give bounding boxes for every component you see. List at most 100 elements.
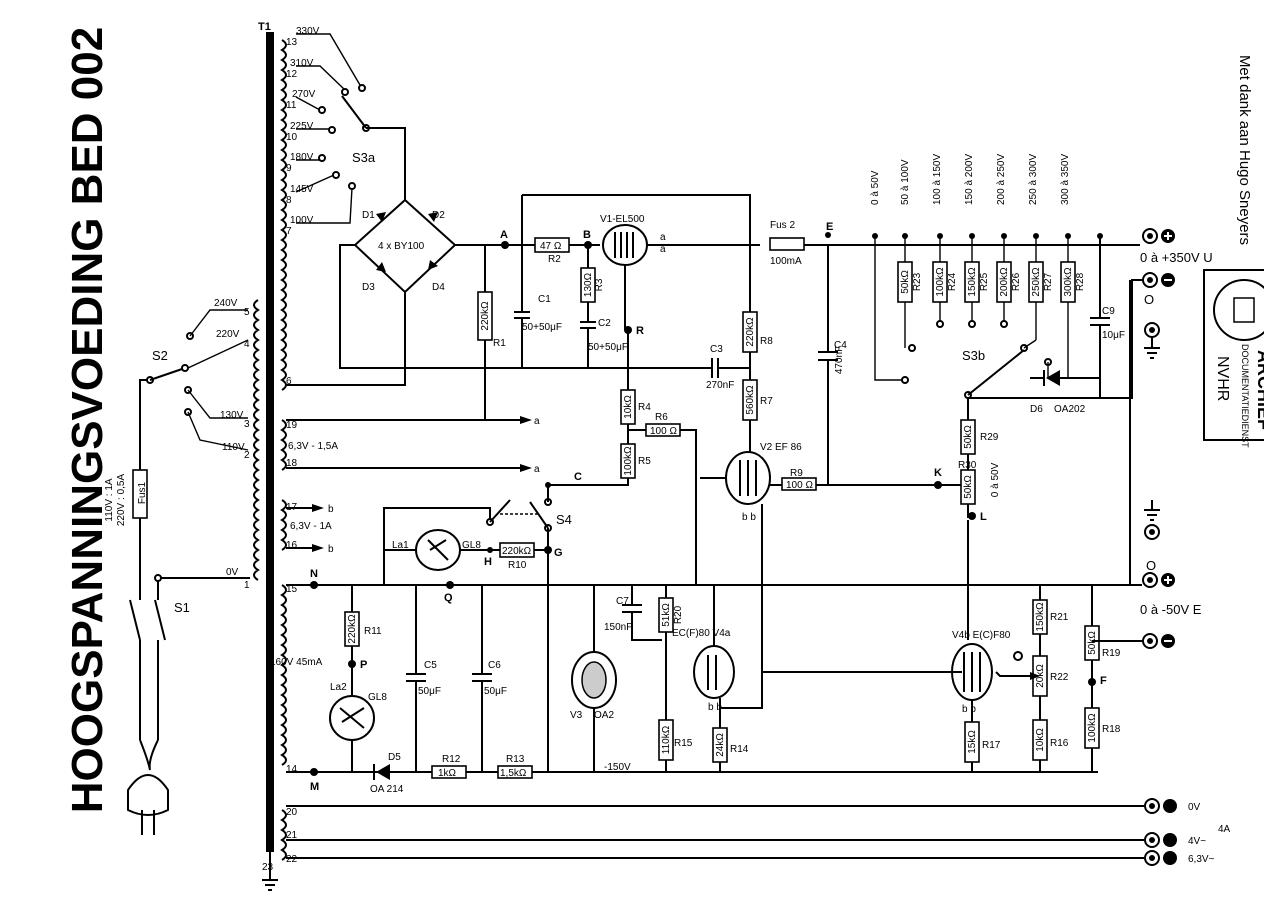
ground-icon <box>1144 337 1160 359</box>
svg-text:b: b <box>328 504 334 515</box>
svg-text:9: 9 <box>286 163 292 174</box>
svg-text:C: C <box>574 471 582 483</box>
svg-text:300kΩ: 300kΩ <box>1063 267 1074 297</box>
svg-text:470nF: 470nF <box>834 346 845 374</box>
mains-plug-icon <box>127 774 169 816</box>
svg-text:300 à 350V: 300 à 350V <box>1060 154 1071 205</box>
svg-text:5: 5 <box>244 307 250 318</box>
svg-text:130V: 130V <box>220 410 244 421</box>
svg-text:50 à 100V: 50 à 100V <box>900 159 911 205</box>
switch-s3a-label: S3a <box>352 150 376 165</box>
svg-text:0V: 0V <box>1188 802 1201 813</box>
svg-text:GL8: GL8 <box>462 540 481 551</box>
svg-text:200kΩ: 200kΩ <box>999 267 1010 297</box>
svg-text:10kΩ: 10kΩ <box>623 395 634 419</box>
svg-text:D2: D2 <box>432 210 445 221</box>
svg-text:R12: R12 <box>442 754 461 765</box>
svg-text:6: 6 <box>286 376 292 387</box>
credit-text: Met dank aan Hugo Sneyers <box>1236 55 1253 245</box>
feedback-network: 220kΩ R8 560kΩ R7 C3 270nF 10kΩ R4 100 Ω… <box>545 311 773 585</box>
svg-text:b b: b b <box>742 512 756 523</box>
svg-text:15: 15 <box>286 584 298 595</box>
svg-text:La2: La2 <box>330 682 347 693</box>
svg-text:a: a <box>660 244 666 255</box>
tube-v2: V2 EF 86 b b 100 Ω R9 <box>700 440 965 673</box>
svg-text:R21: R21 <box>1050 612 1069 623</box>
svg-text:R9: R9 <box>790 468 803 479</box>
svg-text:50kΩ: 50kΩ <box>1087 631 1098 655</box>
svg-text:P: P <box>360 659 367 671</box>
svg-text:O: O <box>1146 558 1156 573</box>
svg-text:EC(F)80 V4a: EC(F)80 V4a <box>672 628 731 639</box>
svg-text:A: A <box>500 229 508 241</box>
svg-text:R8: R8 <box>760 336 773 347</box>
svg-text:15kΩ: 15kΩ <box>967 730 978 754</box>
svg-text:C2: C2 <box>598 318 611 329</box>
svg-text:150kΩ: 150kΩ <box>1035 602 1046 632</box>
svg-text:C3: C3 <box>710 344 723 355</box>
svg-text:D3: D3 <box>362 282 375 293</box>
svg-text:10μF: 10μF <box>1102 330 1125 341</box>
svg-text:ARCHIEF: ARCHIEF <box>1254 350 1264 430</box>
svg-text:220kΩ: 220kΩ <box>347 614 358 644</box>
svg-text:F: F <box>1100 675 1107 687</box>
chassis-ground-icon <box>262 852 278 891</box>
svg-text:Q: Q <box>444 592 453 604</box>
svg-text:10kΩ: 10kΩ <box>1035 728 1046 752</box>
fuse1-body <box>132 469 148 519</box>
heater1-label: 6,3V - 1,5A <box>288 441 338 452</box>
svg-text:20: 20 <box>286 807 298 818</box>
input-filter: A 220kΩ R1 a a C1 50+50μF 47 Ω R2 B 130Ω… <box>286 194 751 475</box>
svg-text:a: a <box>660 232 666 243</box>
svg-text:50+50μF: 50+50μF <box>522 322 562 333</box>
svg-text:220kΩ: 220kΩ <box>502 546 532 557</box>
svg-text:21: 21 <box>286 830 298 841</box>
svg-text:-150V: -150V <box>604 762 631 773</box>
svg-text:13: 13 <box>286 37 298 48</box>
svg-text:E: E <box>826 221 833 233</box>
svg-text:R18: R18 <box>1102 724 1121 735</box>
svg-text:270V: 270V <box>292 89 316 100</box>
svg-text:L: L <box>980 511 987 523</box>
svg-text:12: 12 <box>286 69 298 80</box>
svg-text:150nF: 150nF <box>604 622 632 633</box>
output-neg-label: 0 à -50V E <box>1140 602 1202 617</box>
svg-text:R3: R3 <box>594 278 605 291</box>
svg-text:R15: R15 <box>674 738 693 749</box>
output-hv-label: 0 à +350V U <box>1140 250 1213 265</box>
svg-text:R22: R22 <box>1050 672 1069 683</box>
svg-text:1,5kΩ: 1,5kΩ <box>500 768 527 779</box>
svg-text:47 Ω: 47 Ω <box>540 241 562 252</box>
svg-text:a: a <box>534 416 540 427</box>
svg-text:50+50μF: 50+50μF <box>588 342 628 353</box>
mains-section: S1 Fus1 110V : 1A 220V : 0,5A S2 <box>104 309 250 835</box>
svg-text:150 à 200V: 150 à 200V <box>964 154 975 205</box>
svg-text:2: 2 <box>244 450 250 461</box>
svg-text:180V: 180V <box>290 152 314 163</box>
range-labels: 0 à 50V 50 à 100V 100 à 150V 150 à 200V … <box>870 154 1071 205</box>
range-divider: 0 à 50V 50 à 100V 100 à 150V 150 à 200V … <box>870 154 1103 399</box>
svg-text:R25: R25 <box>979 272 990 291</box>
svg-text:G: G <box>554 547 563 559</box>
bridge-rectifier: D1 D2 D3 D4 4 x BY100 <box>286 198 700 386</box>
svg-text:C6: C6 <box>488 660 501 671</box>
svg-text:7: 7 <box>286 226 292 237</box>
transformer-t1: T1 13 330V 12 310V 11 270V 10 225V 9 180… <box>214 21 338 891</box>
svg-text:50kΩ: 50kΩ <box>963 475 974 499</box>
svg-text:250kΩ: 250kΩ <box>1031 267 1042 297</box>
svg-text:50μF: 50μF <box>484 686 507 697</box>
svg-text:100kΩ: 100kΩ <box>935 267 946 297</box>
svg-text:14: 14 <box>286 764 298 775</box>
svg-text:100kΩ: 100kΩ <box>1087 713 1098 743</box>
svg-text:100 Ω: 100 Ω <box>650 426 677 437</box>
diode-d6-c9: C9 10μF D6 OA202 <box>968 236 1148 415</box>
svg-text:51kΩ: 51kΩ <box>661 603 672 627</box>
svg-text:0 à 50V: 0 à 50V <box>990 462 1001 497</box>
svg-text:560kΩ: 560kΩ <box>745 385 756 415</box>
svg-text:50μF: 50μF <box>418 686 441 697</box>
svg-text:4 x BY100: 4 x BY100 <box>378 241 425 252</box>
svg-text:100 Ω: 100 Ω <box>786 480 813 491</box>
svg-text:R1: R1 <box>493 338 506 349</box>
svg-text:1: 1 <box>244 580 250 591</box>
svg-text:H: H <box>484 556 492 568</box>
